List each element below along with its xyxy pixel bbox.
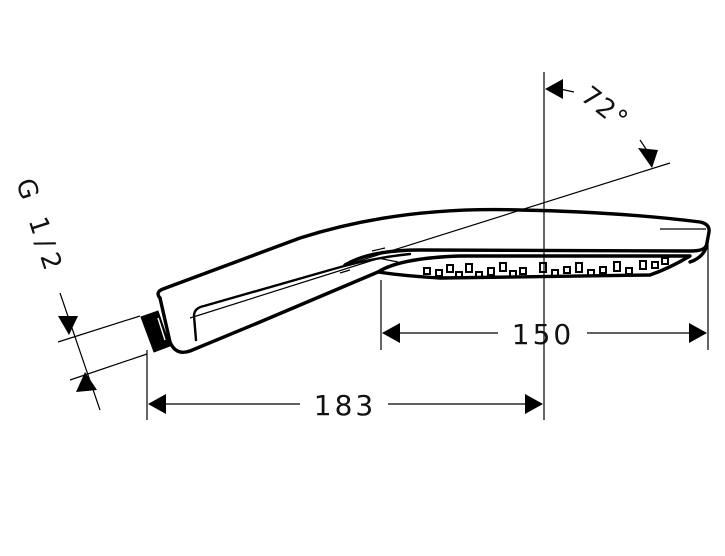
- thread-label: G 1/2: [9, 175, 69, 280]
- thread-extension-top: [57, 315, 141, 343]
- thread-extension-bottom: [69, 353, 148, 381]
- handle-inner-line: [189, 257, 381, 319]
- dimension-label-150: 150: [512, 318, 574, 351]
- shower-top-outline: [156, 207, 711, 300]
- handle-hatch-2: [371, 247, 386, 252]
- handle-hatch-3: [377, 257, 399, 263]
- shower-head-lower-edge: [343, 244, 708, 267]
- arrow-left-icon: [545, 79, 563, 99]
- handle-recess-outline: [192, 252, 412, 342]
- arrow-right-icon: [689, 323, 707, 343]
- arrow-up-icon: [76, 372, 97, 392]
- angle-dimension: 72°: [545, 79, 658, 168]
- angle-reference-line: [342, 162, 671, 267]
- arrow-left-icon: [382, 323, 400, 343]
- arrow-left-icon: [148, 394, 166, 414]
- angle-label: 72°: [575, 81, 635, 137]
- thread-dimension: G 1/2: [9, 175, 101, 411]
- handle-hatch-1: [339, 269, 351, 274]
- arrow-right-icon: [525, 394, 543, 414]
- dimension-label-183: 183: [314, 389, 376, 422]
- handle-end: [158, 296, 172, 344]
- dimension-150: 150: [382, 318, 707, 351]
- arrow-down-icon: [638, 148, 658, 168]
- spray-nozzles: [423, 257, 669, 279]
- hand-shower-body: [140, 207, 711, 355]
- shower-bottom-outline: [168, 270, 380, 355]
- dimension-183: 183: [148, 389, 543, 422]
- spray-plate-outline: [376, 254, 692, 280]
- thread-connector: [140, 310, 171, 353]
- reference-lines: [57, 72, 709, 420]
- arrow-down-icon: [58, 316, 78, 335]
